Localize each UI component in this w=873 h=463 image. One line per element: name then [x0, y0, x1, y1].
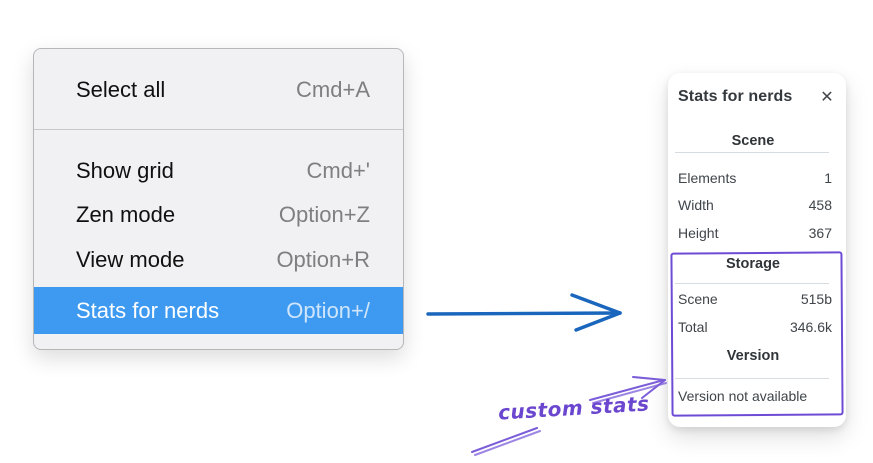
stat-value: 367: [808, 225, 832, 241]
stat-label: Elements: [678, 170, 737, 186]
menu-item-shortcut: Cmd+': [306, 158, 371, 183]
section-divider: [675, 152, 829, 153]
stat-value: 515b: [800, 291, 832, 307]
stat-value: 1: [824, 170, 832, 186]
menu-item-shortcut: Option+R: [276, 247, 370, 272]
section-divider: [675, 378, 829, 379]
context-menu: Select all Cmd+A Show grid Cmd+' Zen mod…: [33, 48, 404, 350]
stat-label: Width: [678, 197, 714, 213]
menu-item-shortcut: Option+Z: [278, 202, 370, 227]
pointer-arrow: [426, 293, 622, 332]
stat-label: Scene: [678, 291, 718, 307]
section-heading-storage: Storage: [726, 256, 780, 272]
stat-label: Total: [678, 319, 708, 335]
stat-value: 458: [808, 197, 832, 213]
menu-item-label: Show grid: [76, 158, 174, 183]
menu-item-show-grid[interactable]: Show grid Cmd+': [34, 149, 403, 193]
annotation-arrow: [471, 376, 667, 456]
stat-value: 346.6k: [789, 319, 832, 335]
menu-separator: [34, 129, 403, 130]
menu-item-shortcut: Cmd+A: [296, 77, 370, 102]
menu-item-label: Select all: [76, 77, 166, 102]
menu-item-label: Stats for nerds: [76, 297, 220, 323]
menu-item-stats-for-nerds[interactable]: Stats for nerds Option+/: [34, 287, 403, 334]
stat-row-storage-scene: Scene 515b: [678, 289, 832, 309]
version-note: Version not available: [678, 388, 808, 404]
menu-item-shortcut: Option+/: [286, 297, 370, 323]
close-icon[interactable]: ✕: [820, 89, 834, 106]
menu-item-zen-mode[interactable]: Zen mode Option+Z: [34, 193, 403, 237]
menu-item-label: View mode: [76, 247, 185, 272]
section-heading-version: Version: [726, 348, 780, 364]
section-divider: [675, 283, 829, 284]
stat-row-storage-total: Total 346.6k: [678, 317, 832, 337]
stat-row-height: Height 367: [678, 223, 832, 243]
menu-item-label: Zen mode: [76, 202, 176, 227]
section-heading-scene: Scene: [731, 133, 775, 149]
stat-row-width: Width 458: [678, 195, 832, 215]
menu-item-select-all[interactable]: Select all Cmd+A: [34, 67, 403, 113]
menu-item-view-mode[interactable]: View mode Option+R: [34, 237, 403, 283]
stat-label: Height: [678, 225, 719, 241]
stats-panel-title: Stats for nerds: [678, 88, 793, 105]
stat-row-elements: Elements 1: [678, 168, 832, 188]
stats-panel: Stats for nerds ✕ Scene Elements 1 Width…: [668, 73, 846, 427]
